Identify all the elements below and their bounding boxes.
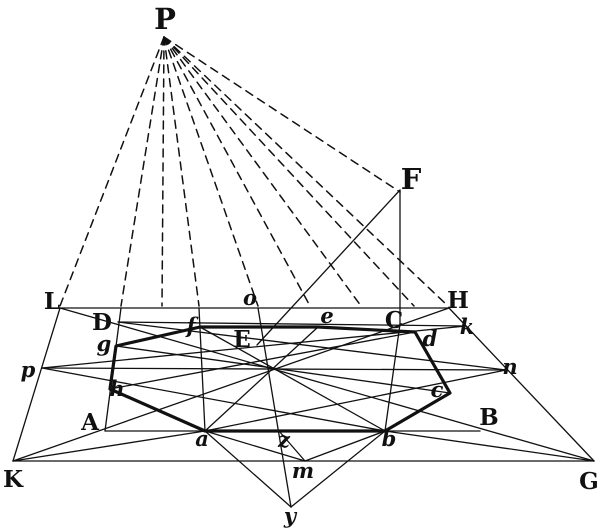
sight-rays-from-P-4	[163, 36, 259, 307]
label-m: m	[292, 458, 314, 483]
sight-rays-from-P-5	[163, 36, 311, 307]
diagonal-L-B-G	[59, 307, 595, 462]
label-A: A	[80, 409, 100, 436]
diagonal-d-h	[109, 331, 416, 390]
shadow-b-m	[304, 430, 386, 462]
label-z: z	[277, 427, 291, 452]
plane-grid-lines	[12, 189, 595, 508]
diagonal-G-b	[384, 430, 595, 462]
grid-vertical-C-b	[384, 323, 401, 432]
plane-edge-H-G	[448, 307, 595, 462]
grid-horizontal-D-k	[117, 321, 467, 327]
diagonal-H-A-K	[12, 307, 450, 462]
sight-rays-from-P-1	[120, 36, 165, 307]
shadow-a-y	[204, 430, 292, 508]
label-G: G	[579, 468, 599, 495]
sight-rays-from-P-2	[161, 36, 165, 307]
pole-hypotenuse-F-E	[256, 189, 401, 346]
diagonal-c-g	[115, 345, 451, 394]
dashed-projection-rays	[59, 36, 449, 307]
diagonal-a-n	[204, 369, 507, 432]
label-D: D	[92, 309, 112, 336]
diagonal-K-a	[12, 430, 206, 462]
label-e: e	[320, 303, 333, 328]
label-b: b	[382, 426, 397, 451]
shadow-b-y	[290, 430, 386, 508]
shadow-z-m	[278, 430, 306, 462]
label-a: a	[195, 426, 209, 451]
label-F: F	[401, 162, 422, 196]
label-C: C	[385, 307, 403, 334]
octagon-outline	[108, 325, 452, 433]
label-o: o	[243, 285, 257, 310]
point-labels: P F L H K G D C E A Bo f e kd g p n c h a b zmy	[3, 2, 599, 528]
label-E: E	[233, 326, 251, 353]
diagonal-D-n	[117, 321, 507, 371]
label-c: c	[431, 377, 444, 402]
sight-rays-from-P-0	[59, 36, 165, 307]
label-f: f	[184, 313, 199, 338]
label-K: K	[3, 466, 24, 493]
label-d: d	[423, 326, 438, 351]
label-B: B	[479, 404, 498, 431]
shadow-a-m	[204, 430, 306, 462]
label-k: k	[460, 314, 475, 339]
label-h: h	[109, 376, 124, 401]
grid-vertical-o-z-y	[257, 307, 292, 508]
label-g: g	[97, 331, 112, 356]
label-n: n	[502, 354, 517, 379]
diagonal-a-e	[204, 326, 319, 432]
label-P: P	[154, 2, 176, 36]
sight-rays-from-P-3	[163, 36, 200, 307]
thick-plan-outline-abcdefgh	[108, 325, 452, 433]
sight-rays-from-P-7	[163, 36, 401, 193]
sight-rays-from-P-6	[163, 36, 362, 307]
diagonal-b-p	[41, 367, 386, 432]
label-y: y	[283, 503, 298, 528]
plane-edge-L-K	[12, 307, 61, 462]
label-p: p	[21, 357, 36, 382]
sight-rays-from-P-8	[163, 36, 415, 307]
label-L: L	[44, 288, 60, 315]
diagonal-b-f	[199, 326, 386, 432]
sight-rays-from-P-9	[163, 36, 449, 307]
label-H: H	[447, 287, 469, 314]
